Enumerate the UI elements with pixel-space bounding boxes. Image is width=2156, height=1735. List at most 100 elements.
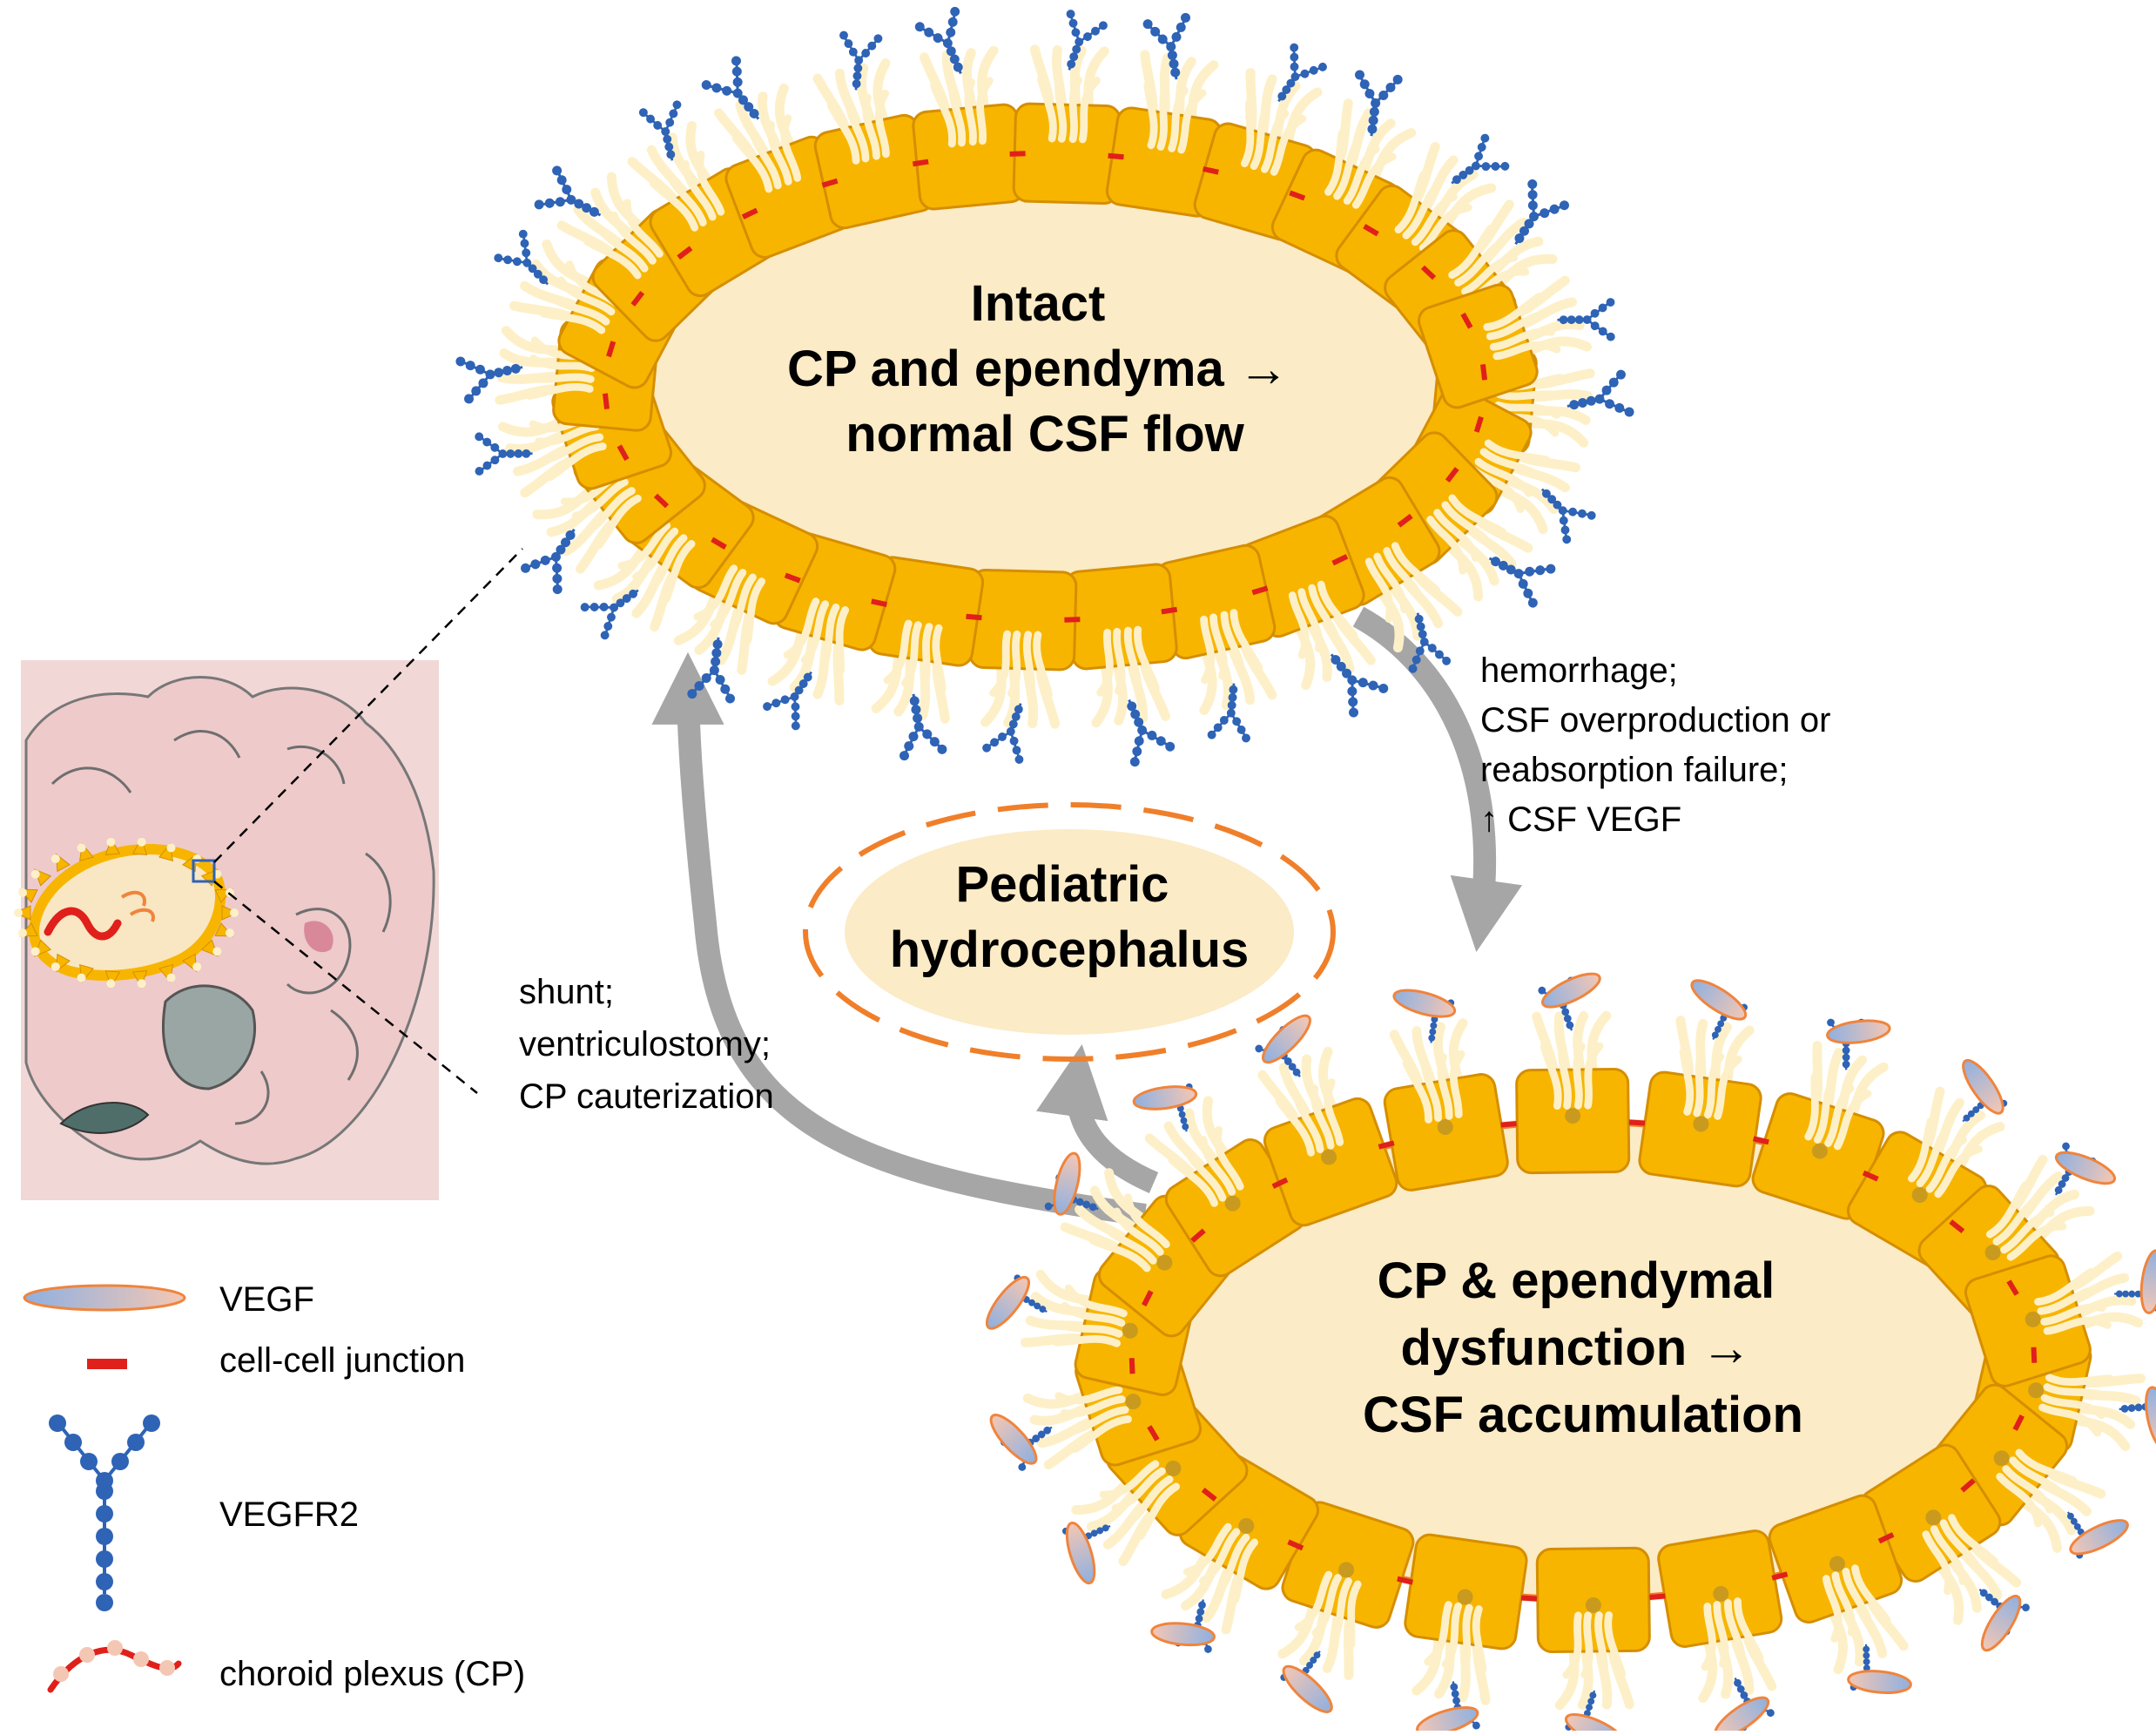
vegfr2-receptor xyxy=(1557,298,1615,341)
red-nucleus xyxy=(304,921,334,953)
cell-junction xyxy=(1397,513,1413,528)
vegf-molecule xyxy=(1847,1670,1912,1694)
ventricle-villus xyxy=(137,979,146,989)
vegf-molecule xyxy=(1826,1019,1891,1044)
cell-junction xyxy=(1289,190,1306,201)
legend-junction-icon xyxy=(87,1359,127,1369)
microvilli-tuft xyxy=(649,151,725,232)
microvilli-tuft xyxy=(2034,1268,2112,1335)
ventricle-villus xyxy=(212,947,222,956)
arrow-treatment-to-intact xyxy=(651,651,1147,1226)
vegf-molecule xyxy=(1962,1058,2004,1115)
cell-junction xyxy=(1147,1425,1160,1441)
cell-junction xyxy=(1520,1595,1538,1602)
ventricle-villus xyxy=(106,979,116,989)
legend-receptor-bead xyxy=(49,1414,66,1432)
microvilli-tuft xyxy=(1804,1072,1872,1151)
vegf-molecule xyxy=(1150,1622,1216,1647)
vegf-molecule xyxy=(985,1275,1030,1330)
vegf-molecule xyxy=(1980,1594,2022,1652)
legend-vegfr2-label: VEGFR2 xyxy=(219,1495,359,1534)
cell-nucleus xyxy=(2025,1311,2041,1327)
cell-nucleus xyxy=(1811,1143,1828,1159)
cell-junction xyxy=(1500,1120,1517,1128)
cell-junction xyxy=(1129,1358,1135,1374)
cell-junction xyxy=(1363,224,1379,237)
cell-junction xyxy=(1190,1228,1206,1243)
vegf-molecule xyxy=(1282,1664,1333,1713)
microvilli-tuft xyxy=(693,564,766,645)
microvilli-tuft xyxy=(617,522,696,604)
vegfr2-receptor xyxy=(701,56,760,120)
cell-nucleus xyxy=(1457,1589,1473,1605)
microvilli-tuft xyxy=(1054,1386,1132,1453)
microvilli-tuft xyxy=(1701,1597,1764,1671)
cell-junction xyxy=(912,159,929,167)
hydrocephalus-title: Pediatric hydrocephalus xyxy=(890,856,1250,978)
cell-nucleus xyxy=(1321,1149,1337,1165)
cell-nucleus xyxy=(1125,1394,1142,1410)
microvilli-tuft xyxy=(1364,542,1441,623)
cell-junction xyxy=(602,393,610,409)
legend-receptor-bead xyxy=(64,1434,82,1451)
cell-nucleus xyxy=(1925,1509,1942,1526)
microvilli-tuft xyxy=(1483,293,1561,361)
cell-junction xyxy=(1949,1219,1965,1234)
vegfr2-receptor xyxy=(638,100,682,161)
brain-choroid-plexus-icon xyxy=(44,907,122,941)
legend-receptor-bead xyxy=(96,1594,113,1611)
vegfr2-receptor xyxy=(1127,699,1176,767)
cell-nucleus xyxy=(1224,1195,1241,1212)
cell-junction xyxy=(1009,151,1026,157)
vegf-molecule xyxy=(1065,1521,1096,1585)
vegf-molecule xyxy=(2054,1151,2117,1185)
legend-cp-label: choroid plexus (CP) xyxy=(219,1655,525,1693)
legend-receptor-bead xyxy=(80,1453,98,1470)
cell-junction xyxy=(871,598,888,608)
cell-nucleus xyxy=(1693,1116,1709,1132)
vegf-molecule xyxy=(1132,1085,1198,1111)
ventricle-villus xyxy=(137,837,146,847)
vegf-molecule xyxy=(1392,989,1457,1018)
legend-receptor-bead xyxy=(127,1434,145,1451)
vegfr2-receptor xyxy=(687,637,735,704)
legend-receptor-bead xyxy=(143,1414,160,1432)
vegfr2-receptor xyxy=(763,671,812,731)
cell-nucleus xyxy=(1829,1556,1845,1572)
vegfr2-receptor xyxy=(914,6,963,75)
legend-vegf-label: VEGF xyxy=(219,1280,314,1319)
cause-note: hemorrhage; CSF overproduction or reabso… xyxy=(1480,651,1841,839)
vegf-molecule xyxy=(1690,979,1748,1021)
microvilli-tuft xyxy=(1907,1117,1983,1198)
cell-junction xyxy=(1161,606,1178,615)
legend-receptor-bead xyxy=(96,1550,113,1568)
microvilli-tuft xyxy=(989,630,1053,699)
vegfr2-receptor xyxy=(494,229,549,286)
microvilli-tuft xyxy=(2038,1374,2114,1437)
microvilli-tuft xyxy=(1402,1050,1465,1124)
dysfunction-title: CP & ependymal dysfunction → CSF accumul… xyxy=(1363,1252,1803,1443)
legend-vegf-icon xyxy=(23,1284,186,1312)
ring-lumen xyxy=(602,150,1488,624)
microvilli-tuft xyxy=(1288,580,1358,659)
microvilli-tuft xyxy=(1922,1514,1998,1596)
ventricle-villus xyxy=(106,837,116,847)
vegf-molecule xyxy=(1053,1151,1081,1216)
cell-junction xyxy=(741,207,758,219)
cell-nucleus xyxy=(1165,1460,1182,1476)
cell-nucleus xyxy=(1338,1562,1355,1578)
cell-junction xyxy=(1460,312,1473,329)
brain-outline xyxy=(24,676,435,1165)
cell-junction xyxy=(1287,1539,1304,1551)
vegfr2-receptor xyxy=(1142,12,1190,80)
microvilli-tuft xyxy=(1996,1448,2078,1528)
ventricle-villus xyxy=(18,888,28,897)
cell-junction xyxy=(1771,1571,1789,1581)
cell-nucleus xyxy=(1911,1187,1928,1204)
vegfr2-receptor xyxy=(1207,683,1250,743)
vegfr2-receptor xyxy=(899,693,947,761)
microvilli-tuft xyxy=(1426,494,1506,575)
vegfr2-receptor xyxy=(1566,369,1634,417)
